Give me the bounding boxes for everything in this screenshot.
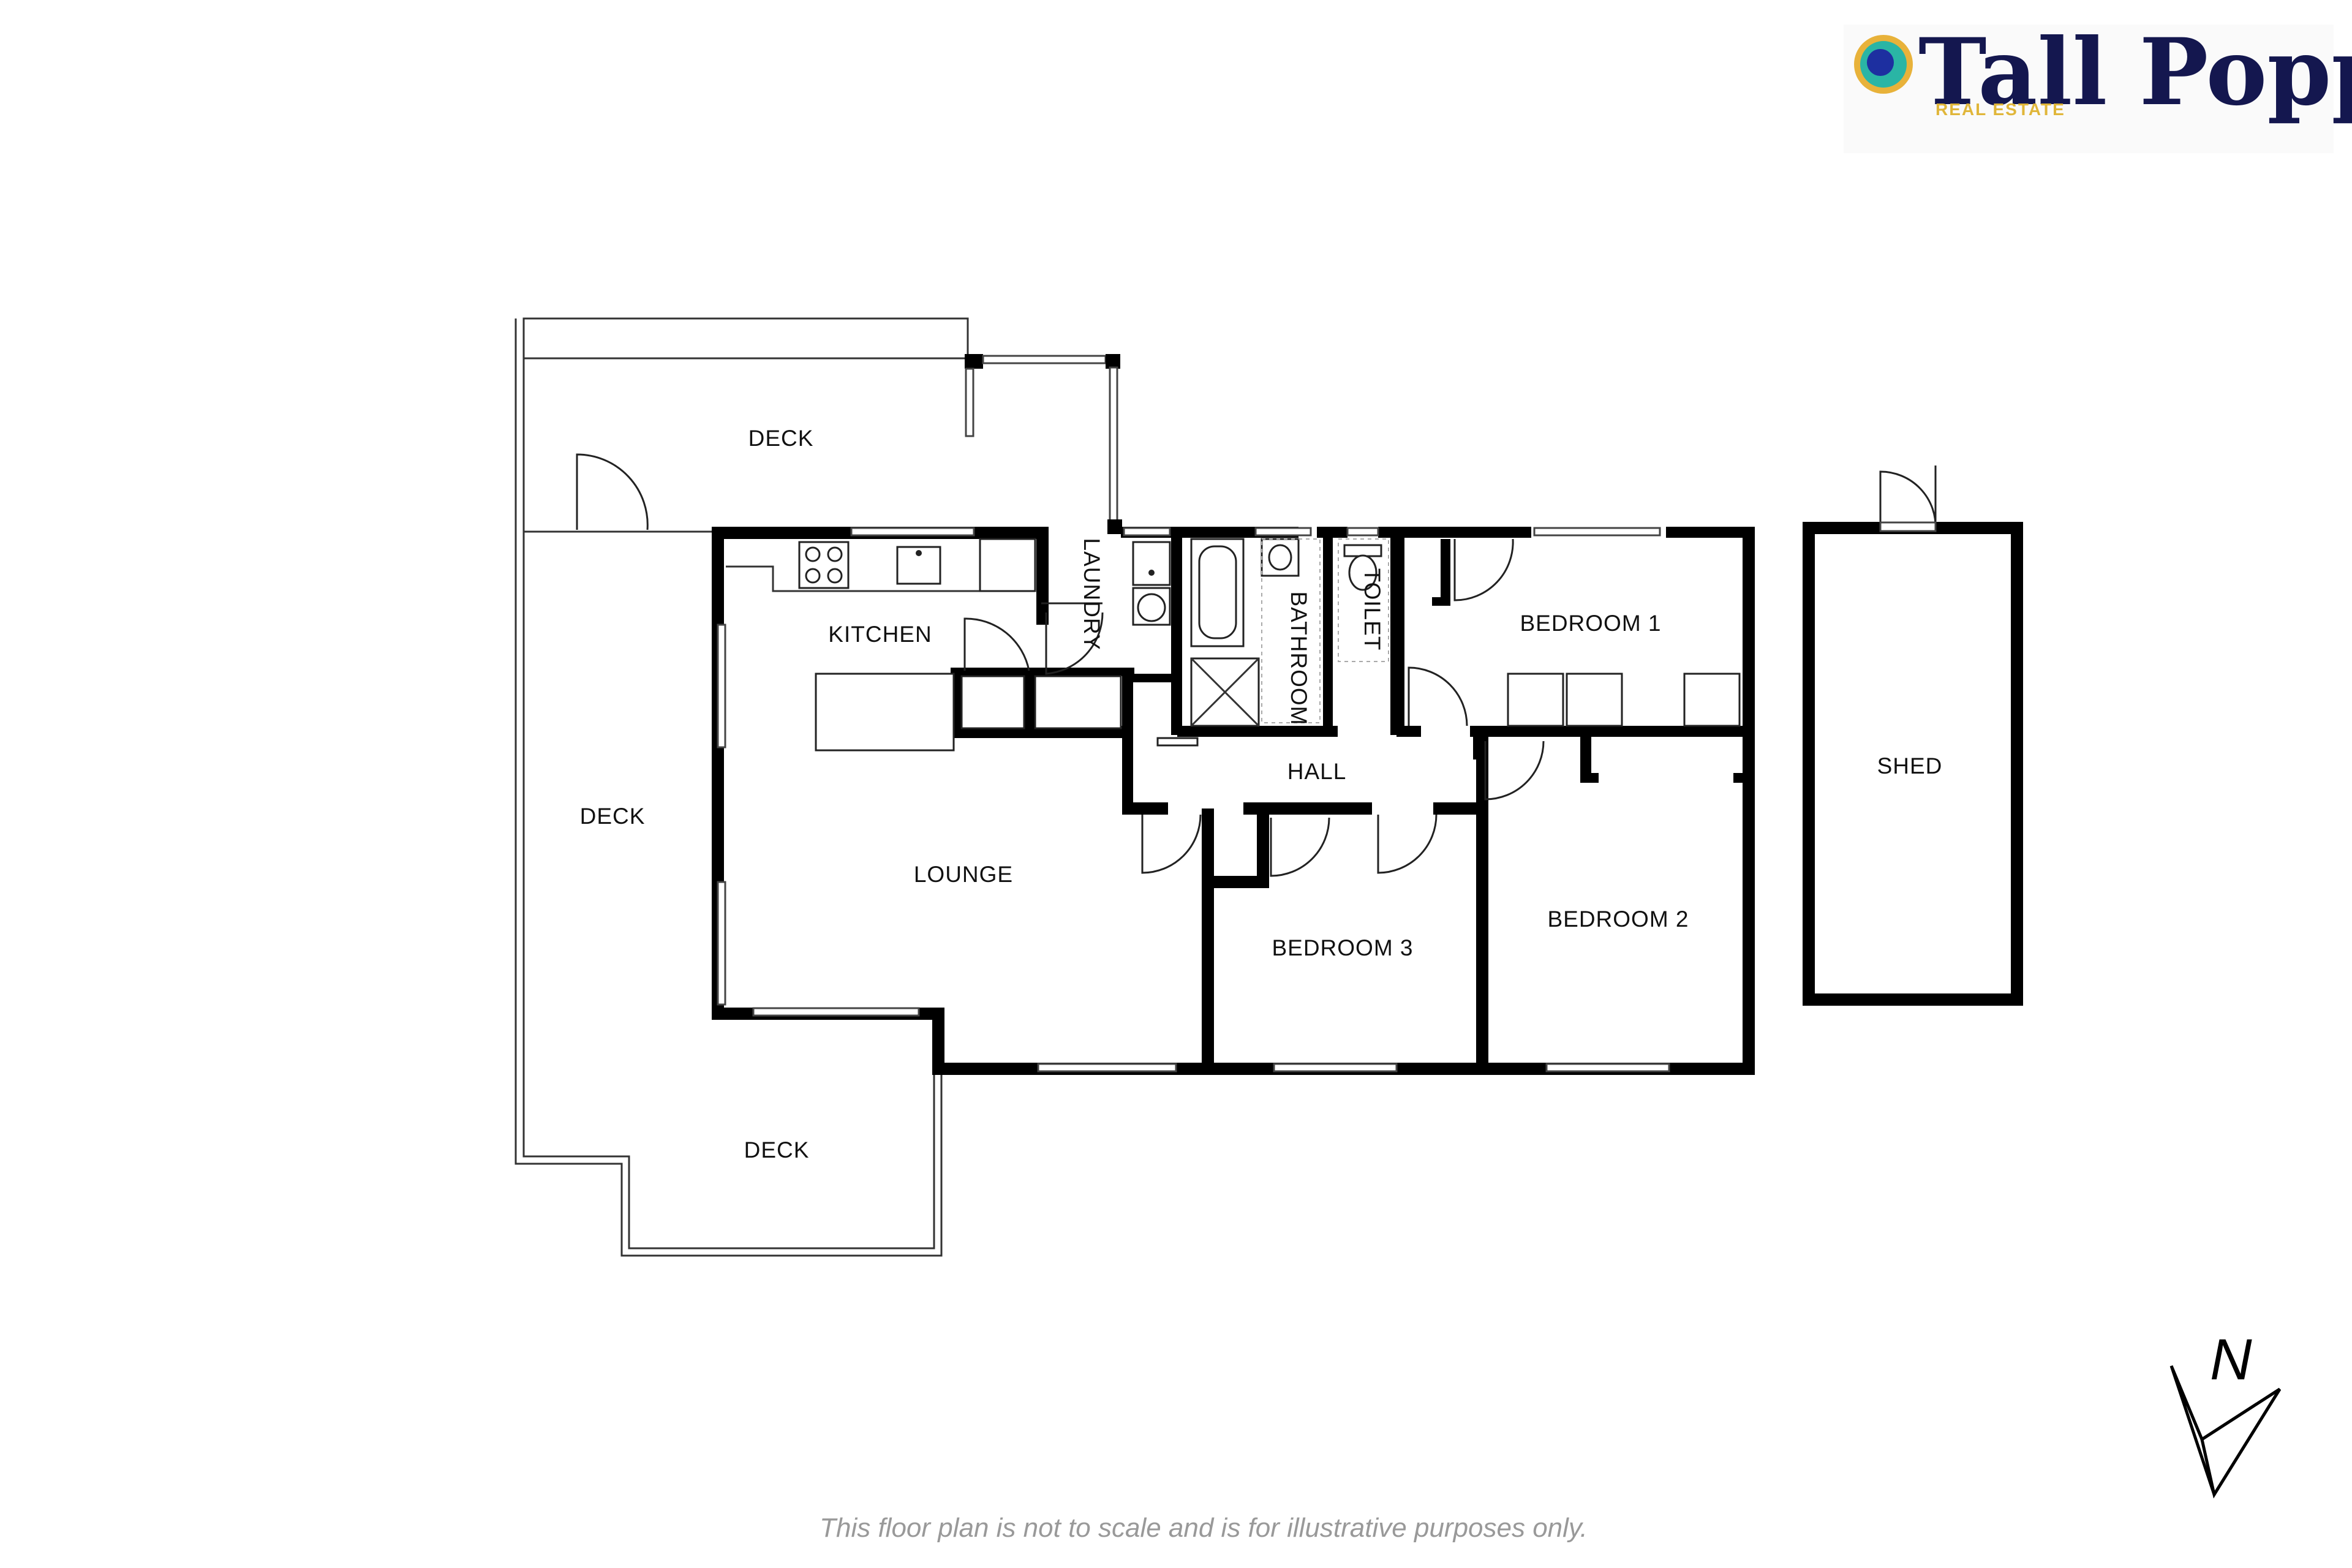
room-shed: SHED [1877, 753, 1943, 778]
north-arrow-icon: N [2169, 1327, 2282, 1499]
room-kitchen: KITCHEN [828, 622, 932, 647]
windows [717, 354, 1670, 1072]
stove-icon [798, 541, 850, 589]
brand-tagline: REAL ESTATE [1936, 100, 2065, 119]
brand-name: Tall Poppy [1918, 18, 2352, 126]
room-deck-left: DECK [580, 804, 646, 829]
room-lounge: LOUNGE [914, 862, 1013, 887]
room-bedroom2: BEDROOM 2 [1547, 907, 1689, 932]
north-label: N [2210, 1327, 2252, 1392]
toilet-icon [1343, 544, 1382, 557]
room-bedroom1: BEDROOM 1 [1520, 611, 1661, 636]
disclaimer-text: This floor plan is not to scale and is f… [820, 1513, 1588, 1543]
brand-logo: Tall Poppy REAL ESTATE [1844, 18, 2352, 153]
laundry-tub-icon [1132, 541, 1171, 586]
room-deck-top: DECK [748, 426, 814, 451]
room-bathroom: BATHROOM [1286, 591, 1311, 725]
room-laundry: LAUNDRY [1079, 538, 1104, 650]
kitchen-fixtures [726, 538, 1171, 752]
room-bedroom3: BEDROOM 3 [1272, 935, 1413, 960]
bedroom1-wardrobes [1156, 673, 1741, 747]
room-toilet: TOILET [1360, 568, 1385, 651]
room-hall: HALL [1287, 759, 1347, 784]
room-deck-bottom: DECK [744, 1137, 810, 1163]
doors [576, 453, 1937, 877]
room-labels: DECK DECK DECK KITCHEN LAUNDRY BATHROOM … [580, 426, 1943, 1163]
shed [1803, 521, 2023, 1006]
deck-outlines [514, 317, 969, 1257]
bathroom-fixtures [1190, 538, 1389, 727]
kitchen-island [815, 673, 955, 752]
